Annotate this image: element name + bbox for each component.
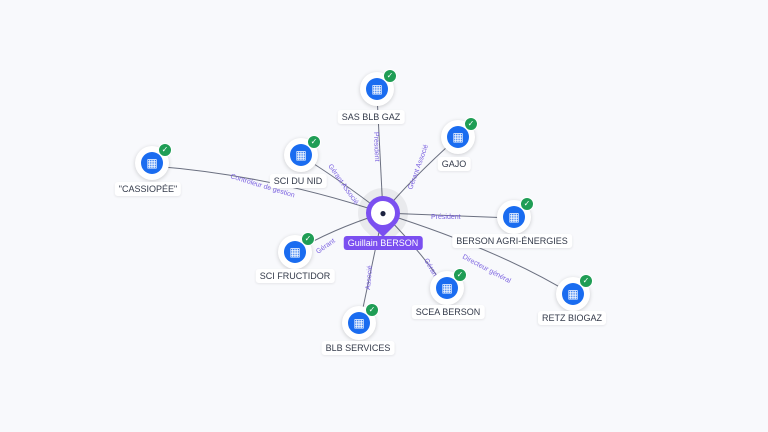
check-icon: ✓: [383, 69, 397, 83]
building-icon: ▦: [348, 312, 370, 334]
person-label[interactable]: Guillain BERSON: [343, 236, 423, 250]
building-icon: ▦: [447, 126, 469, 148]
edge-label: Gérant: [315, 238, 337, 256]
company-node[interactable]: ▦✓: [135, 143, 172, 180]
person-icon: ●: [371, 201, 395, 225]
company-label[interactable]: SAS BLB GAZ: [337, 110, 405, 124]
building-icon: ▦: [290, 144, 312, 166]
edge-label: Président: [431, 214, 461, 221]
company-label[interactable]: BLB SERVICES: [321, 341, 395, 355]
check-icon: ✓: [301, 232, 315, 246]
company-node[interactable]: ▦✓: [497, 197, 534, 234]
company-node[interactable]: ▦✓: [278, 232, 315, 269]
building-icon: ▦: [366, 78, 388, 100]
company-node[interactable]: ▦✓: [441, 117, 478, 154]
building-icon: ▦: [141, 152, 163, 174]
company-label[interactable]: SCI DU NID: [269, 174, 327, 188]
edge-label: Associé: [365, 265, 374, 290]
edge-label: Gérant Associé: [407, 144, 430, 191]
company-node[interactable]: ▦✓: [556, 274, 593, 311]
check-icon: ✓: [464, 117, 478, 131]
company-node[interactable]: ▦✓: [342, 303, 379, 340]
check-icon: ✓: [307, 135, 321, 149]
company-label[interactable]: RETZ BIOGAZ: [537, 311, 607, 325]
check-icon: ✓: [520, 197, 534, 211]
company-label[interactable]: "CASSIOPÉE": [114, 182, 182, 196]
company-node[interactable]: ▦✓: [360, 69, 397, 106]
building-icon: ▦: [562, 283, 584, 305]
building-icon: ▦: [436, 277, 458, 299]
check-icon: ✓: [365, 303, 379, 317]
company-label[interactable]: GAJO: [437, 157, 471, 171]
check-icon: ✓: [158, 143, 172, 157]
edge-label: Gérant Associé: [326, 163, 359, 206]
company-node[interactable]: ▦✓: [430, 268, 467, 305]
company-label[interactable]: SCI FRUCTIDOR: [255, 269, 335, 283]
company-label[interactable]: SCEA BERSON: [411, 305, 485, 319]
check-icon: ✓: [453, 268, 467, 282]
company-node[interactable]: ▦✓: [284, 135, 321, 172]
check-icon: ✓: [579, 274, 593, 288]
edge-label: Président: [372, 132, 380, 162]
building-icon: ▦: [503, 206, 525, 228]
company-label[interactable]: BERSON AGRI-ÉNERGIES: [452, 234, 572, 248]
building-icon: ▦: [284, 241, 306, 263]
